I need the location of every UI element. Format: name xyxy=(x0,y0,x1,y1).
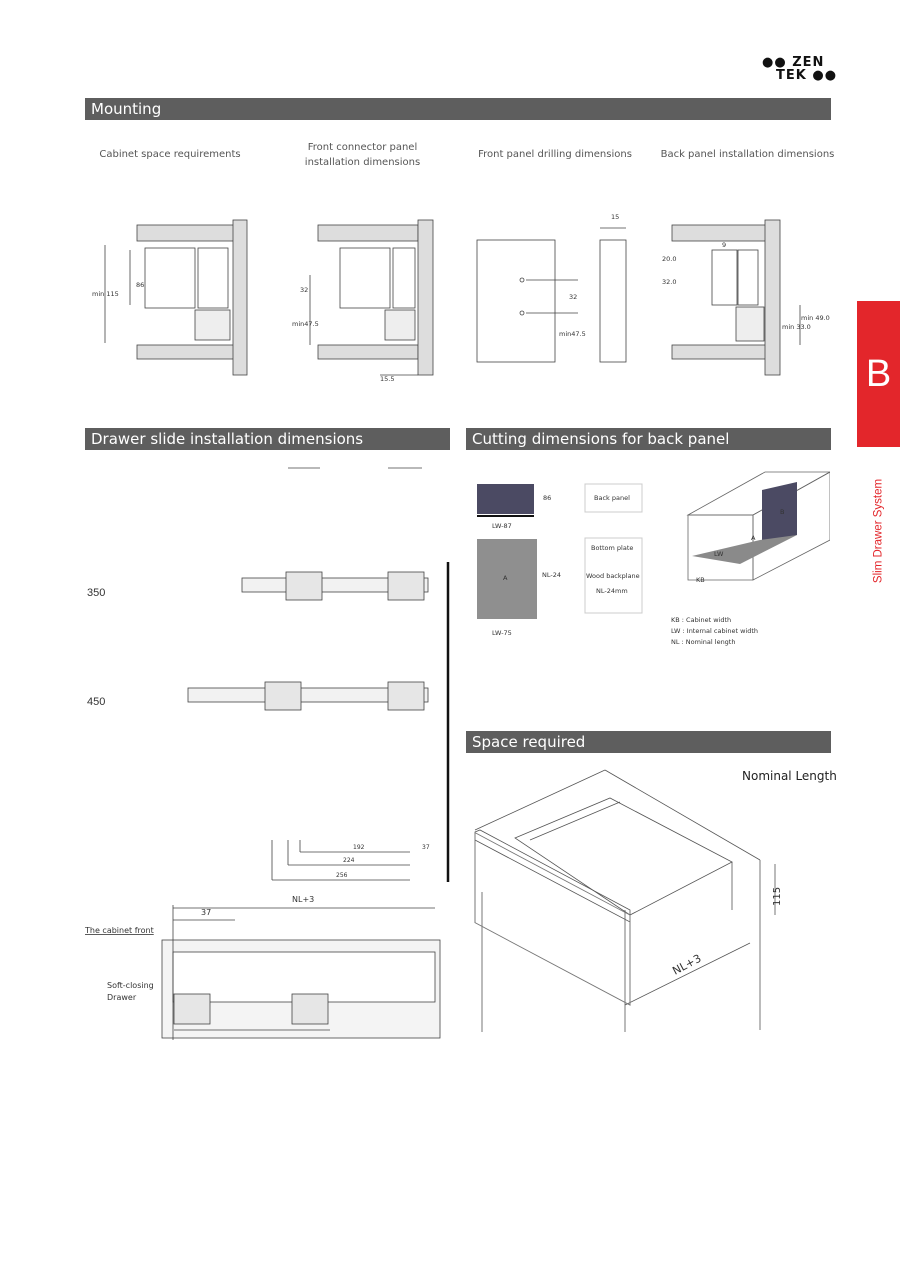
cabinet-space-diagram xyxy=(104,219,248,376)
dim-15: 15 xyxy=(611,213,619,221)
back-panel-diagram xyxy=(671,219,801,376)
legend-nl: NL : Nominal length xyxy=(671,638,735,646)
mounting-diagrams: min 115 86 32 min47.5 15.5 32 min47.5 15… xyxy=(92,213,830,383)
caption-front-drilling: Front panel drilling dimensions xyxy=(478,149,632,160)
cabinet-front-label: The cabinet front xyxy=(84,926,154,935)
nominal-length-label: Nominal Length xyxy=(742,769,837,783)
brand-line2: TEK xyxy=(776,68,807,83)
brand-line1: ZEN xyxy=(792,55,825,70)
cut-wood2: NL-24mm xyxy=(596,587,628,595)
dim-min49: min 49.0 xyxy=(801,314,830,322)
dim-86: 86 xyxy=(136,281,144,289)
drawer-label-2: Drawer xyxy=(107,993,137,1002)
iso-b: B xyxy=(780,508,784,516)
caption-front-connector: Front connector panel installation dimen… xyxy=(304,142,421,168)
dim-9: 9 xyxy=(722,241,726,249)
mounting-header: Mounting xyxy=(85,98,831,120)
cut-wood1: Wood backplane xyxy=(586,572,640,580)
space-diagram: 115 NL+3 xyxy=(474,769,783,1032)
dim-20: 20.0 xyxy=(662,255,676,263)
cut-a: A xyxy=(503,574,508,582)
slide-diagrams: 192 37 224 256 xyxy=(187,467,450,882)
cut-lw87: LW-87 xyxy=(492,522,512,530)
drawer-label-1: Soft-closing xyxy=(107,981,154,990)
dim-256: 256 xyxy=(336,872,348,879)
dim-min47a: min47.5 xyxy=(292,320,319,328)
section-label: Slim Drawer System xyxy=(872,478,885,584)
front-connector-diagram xyxy=(309,219,434,376)
brand-logo: ●● ZEN TEK ●● xyxy=(762,55,838,83)
cut-86: 86 xyxy=(543,494,551,502)
iso-kb: KB xyxy=(696,576,705,584)
cutting-diagrams: 86 LW-87 Back panel A NL-24 LW-75 Bottom… xyxy=(477,471,830,646)
row-label-450: 450 xyxy=(87,696,106,708)
space-header: Space required xyxy=(466,731,831,753)
legend-kb: KB : Cabinet width xyxy=(671,616,731,624)
cutting-header: Cutting dimensions for back panel xyxy=(466,428,831,450)
section-tab: B xyxy=(857,301,900,447)
dim-min33: min 33.0 xyxy=(782,323,811,331)
dim-min47b: min47.5 xyxy=(559,330,586,338)
dim-nl3-front: NL+3 xyxy=(292,895,314,904)
dim-15-5: 15.5 xyxy=(380,375,394,383)
dim-37-front: 37 xyxy=(201,908,211,917)
cut-back-panel: Back panel xyxy=(594,494,630,502)
caption-back-panel: Back panel installation dimensions xyxy=(660,149,835,160)
space-nl3: NL+3 xyxy=(670,952,703,978)
dim-32b: 32 xyxy=(569,293,577,301)
legend-lw: LW : Internal cabinet width xyxy=(671,627,758,635)
slide-header: Drawer slide installation dimensions xyxy=(85,428,450,450)
caption-cabinet-space: Cabinet space requirements xyxy=(99,149,241,160)
front-drilling-diagram xyxy=(476,227,627,363)
space-115: 115 xyxy=(772,887,783,906)
row-label-350: 350 xyxy=(87,587,106,599)
cabinet-front-diagram: NL+3 37 The cabinet front Soft-closing D… xyxy=(84,895,441,1040)
dim-192: 192 xyxy=(353,844,365,851)
cut-nl24: NL-24 xyxy=(542,571,561,579)
cut-lw75: LW-75 xyxy=(492,629,512,637)
dim-min115: min 115 xyxy=(92,290,119,298)
dim-32c: 32.0 xyxy=(662,278,676,286)
dim-32a: 32 xyxy=(300,286,308,294)
iso-lw: LW xyxy=(714,550,724,558)
cut-bottom-plate: Bottom plate xyxy=(591,544,633,552)
dim-37: 37 xyxy=(422,844,430,851)
dim-224: 224 xyxy=(343,857,355,864)
iso-a: A xyxy=(751,534,756,542)
